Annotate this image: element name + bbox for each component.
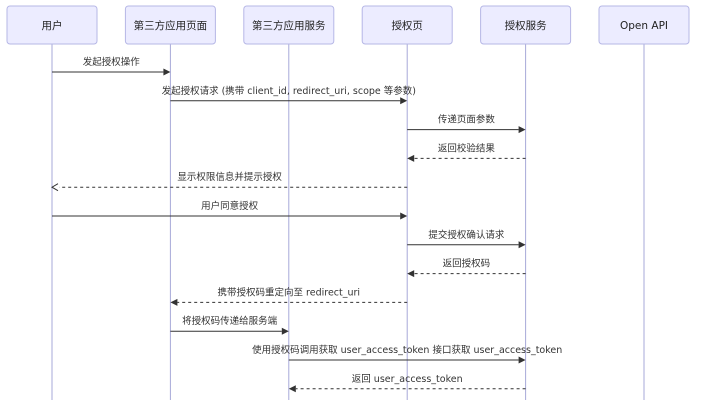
message-label: 将授权码传递给服务端: [182, 315, 278, 327]
participant-label: 用户: [42, 19, 63, 32]
message-arrow-head: [400, 97, 408, 105]
message-7: 提交授权确认请求: [407, 229, 526, 249]
message-arrow-head: [51, 183, 59, 192]
participant-app-service: 第三方应用服务: [243, 5, 335, 45]
message-8: 返回授权码: [407, 258, 526, 278]
participant-app-page: 第三方应用页面: [124, 5, 216, 45]
message-arrow-head: [400, 212, 408, 220]
participant-label: 第三方应用服务: [252, 19, 326, 32]
participant-label: 第三方应用页面: [134, 19, 208, 32]
message-label: 提交授权确认请求: [428, 229, 505, 241]
message-label: 携带授权码重定向至 redirect_uri: [218, 286, 361, 298]
participant-auth-service: 授权服务: [480, 5, 572, 45]
participant-label: Open API: [620, 20, 668, 32]
message-5: 显示权限信息并提示授权: [51, 171, 408, 192]
message-arrow-head: [518, 126, 526, 134]
message-label: 返回 user_access_token: [352, 373, 463, 385]
message-12: 返回 user_access_token: [288, 373, 526, 393]
message-arrow-head: [281, 327, 289, 335]
participant-box: [361, 5, 453, 45]
message-arrow-head: [288, 385, 296, 393]
participant-open-api: Open API: [598, 5, 690, 45]
participant-box: [6, 5, 98, 45]
message-4: 返回校验结果: [407, 142, 526, 162]
message-label: 显示权限信息并提示授权: [177, 171, 282, 183]
message-label: 返回校验结果: [438, 142, 496, 154]
participant-label: 授权服务: [505, 19, 547, 32]
message-label: 发起授权请求 (携带 client_id, redirect_uri, scop…: [162, 85, 416, 97]
message-1: 发起授权操作: [52, 56, 171, 76]
participant-box: [124, 5, 216, 45]
message-label: 返回授权码: [443, 258, 491, 270]
message-label: 传递页面参数: [438, 114, 496, 126]
message-arrow-head: [163, 68, 171, 76]
message-6: 用户同意授权: [52, 200, 408, 220]
participant-box: [243, 5, 335, 45]
message-2: 发起授权请求 (携带 client_id, redirect_uri, scop…: [162, 85, 416, 105]
participant-user: 用户: [6, 5, 98, 45]
message-arrow-head: [170, 298, 178, 306]
message-arrow-head: [407, 270, 415, 278]
message-arrow-head: [518, 356, 526, 364]
message-arrow-head: [518, 241, 526, 249]
participant-label: 授权页: [391, 19, 423, 32]
participant-box: [598, 5, 690, 45]
message-10: 将授权码传递给服务端: [170, 315, 289, 335]
message-3: 传递页面参数: [407, 114, 526, 134]
message-arrow-head: [407, 154, 415, 162]
message-label: 发起授权操作: [83, 56, 141, 68]
participant-auth-page: 授权页: [361, 5, 453, 45]
message-label: 使用授权码调用获取 user_access_token 接口获取 user_ac…: [252, 344, 562, 356]
participant-box: [480, 5, 572, 45]
message-label: 用户同意授权: [201, 200, 259, 212]
message-9: 携带授权码重定向至 redirect_uri: [170, 286, 408, 306]
message-11: 使用授权码调用获取 user_access_token 接口获取 user_ac…: [252, 344, 562, 364]
